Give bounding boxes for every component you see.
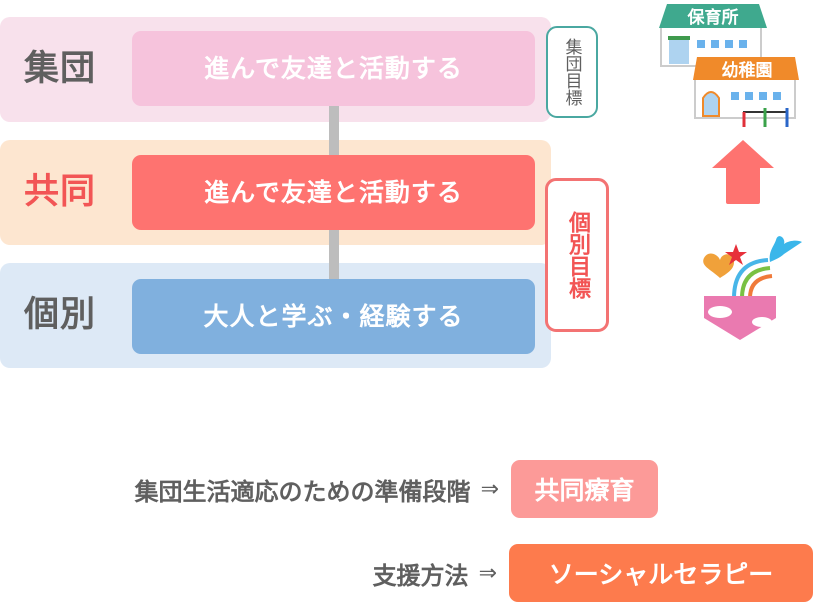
implies-arrow: ⇒ — [480, 476, 499, 502]
individual-goal-label: 個別目標 — [545, 178, 609, 332]
activity-box-group: 進んで友達と活動する — [132, 31, 535, 106]
heart-icon — [703, 253, 734, 278]
activity-box-joint: 進んで友達と活動する — [132, 155, 535, 230]
summary-caption: 支援方法 — [372, 561, 469, 590]
summary-row-method: 支援方法 ⇒ ソーシャルセラピー — [0, 544, 813, 602]
joint-therapy-tag: 共同療育 — [511, 460, 658, 518]
level-label-joint: 共同 — [24, 172, 97, 212]
implies-arrow: ⇒ — [478, 560, 497, 586]
up-arrow-icon — [712, 140, 774, 204]
level-label-group: 集団 — [24, 49, 97, 89]
group-goal-label: 集団目標 — [546, 26, 598, 118]
connector-line — [329, 230, 339, 280]
star-icon — [725, 244, 747, 265]
activity-box-individual: 大人と学ぶ・経験する — [132, 279, 535, 354]
summary-caption: 集団生活適応のための準備段階 — [134, 477, 471, 506]
social-therapy-tag: ソーシャルセラピー — [509, 544, 813, 602]
bird-icon — [769, 236, 802, 262]
rainbow-heart-bird-icon — [703, 236, 802, 340]
nursery-sign: 保育所 — [687, 7, 739, 28]
nursery-kindergarten-building-icon: 保育所 幼稚園 — [659, 4, 799, 127]
summary-row-joint: 集団生活適応のための準備段階 ⇒ 共同療育 — [0, 460, 658, 518]
level-label-individual: 個別 — [24, 295, 97, 335]
kindergarten-sign: 幼稚園 — [722, 60, 773, 81]
connector-line — [329, 106, 339, 156]
